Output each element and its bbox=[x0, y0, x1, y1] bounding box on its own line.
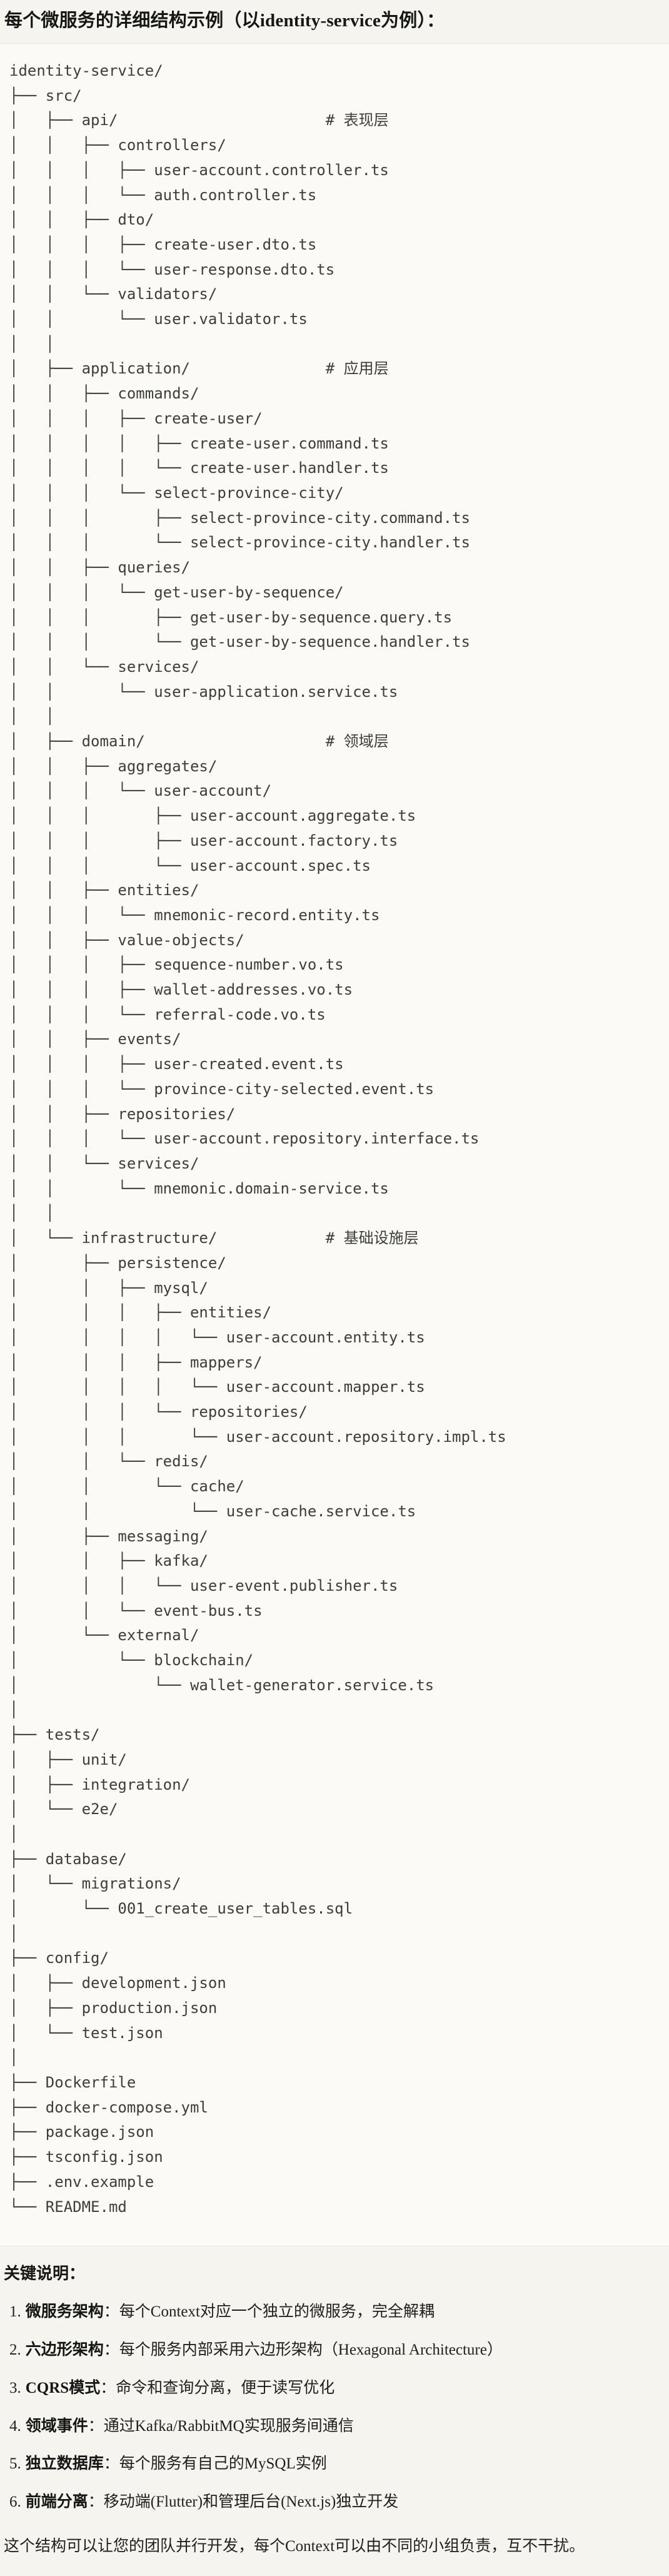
note-text: ：每个服务有自己的MySQL实例 bbox=[103, 2455, 327, 2473]
code-block: identity-service/ ├── src/ │ ├── api/ # … bbox=[0, 43, 669, 2247]
notes-section: 关键说明： 1.微服务架构：每个Context对应一个独立的微服务，完全解耦 2… bbox=[0, 2246, 669, 2576]
note-item: 3.CQRS模式：命令和查询分离，便于读写优化 bbox=[4, 2378, 661, 2399]
note-label: 领域事件 bbox=[25, 2417, 88, 2435]
directory-tree: identity-service/ ├── src/ │ ├── api/ # … bbox=[9, 62, 506, 2216]
page-title: 每个微服务的详细结构示例（以identity-service为例）： bbox=[4, 11, 445, 31]
note-label: 微服务架构 bbox=[25, 2303, 104, 2321]
note-text: ：命令和查询分离，便于读写优化 bbox=[100, 2379, 335, 2396]
note-label: CQRS模式 bbox=[25, 2379, 101, 2396]
note-label: 独立数据库 bbox=[25, 2455, 104, 2473]
note-item: 6.前端分离：移动端(Flutter)和管理后台(Next.js)独立开发 bbox=[4, 2492, 661, 2513]
note-text: ：每个Context对应一个独立的微服务，完全解耦 bbox=[103, 2303, 435, 2321]
notes-heading: 关键说明： bbox=[4, 2264, 86, 2283]
note-text: ：通过Kafka/RabbitMQ实现服务间通信 bbox=[88, 2417, 354, 2435]
note-text: ：每个服务内部采用六边形架构（Hexagonal Architecture） bbox=[103, 2341, 503, 2359]
note-number: 1. bbox=[9, 2303, 21, 2321]
note-number: 6. bbox=[9, 2493, 21, 2511]
note-number: 5. bbox=[9, 2455, 21, 2473]
note-number: 4. bbox=[9, 2417, 21, 2435]
note-item: 2.六边形架构：每个服务内部采用六边形架构（Hexagonal Architec… bbox=[4, 2340, 661, 2361]
note-text: ：移动端(Flutter)和管理后台(Next.js)独立开发 bbox=[88, 2493, 399, 2511]
note-item: 5.独立数据库：每个服务有自己的MySQL实例 bbox=[4, 2453, 661, 2475]
note-number: 2. bbox=[9, 2341, 21, 2359]
note-number: 3. bbox=[9, 2379, 21, 2396]
note-item: 1.微服务架构：每个Context对应一个独立的微服务，完全解耦 bbox=[4, 2301, 661, 2323]
note-label: 前端分离 bbox=[25, 2493, 88, 2511]
note-item: 4.领域事件：通过Kafka/RabbitMQ实现服务间通信 bbox=[4, 2416, 661, 2437]
note-label: 六边形架构 bbox=[25, 2341, 104, 2359]
page-header: 每个微服务的详细结构示例（以identity-service为例）： bbox=[0, 0, 669, 43]
closing-note: 这个结构可以让您的团队并行开发，每个Context可以由不同的小组负责，互不干扰… bbox=[4, 2537, 585, 2555]
